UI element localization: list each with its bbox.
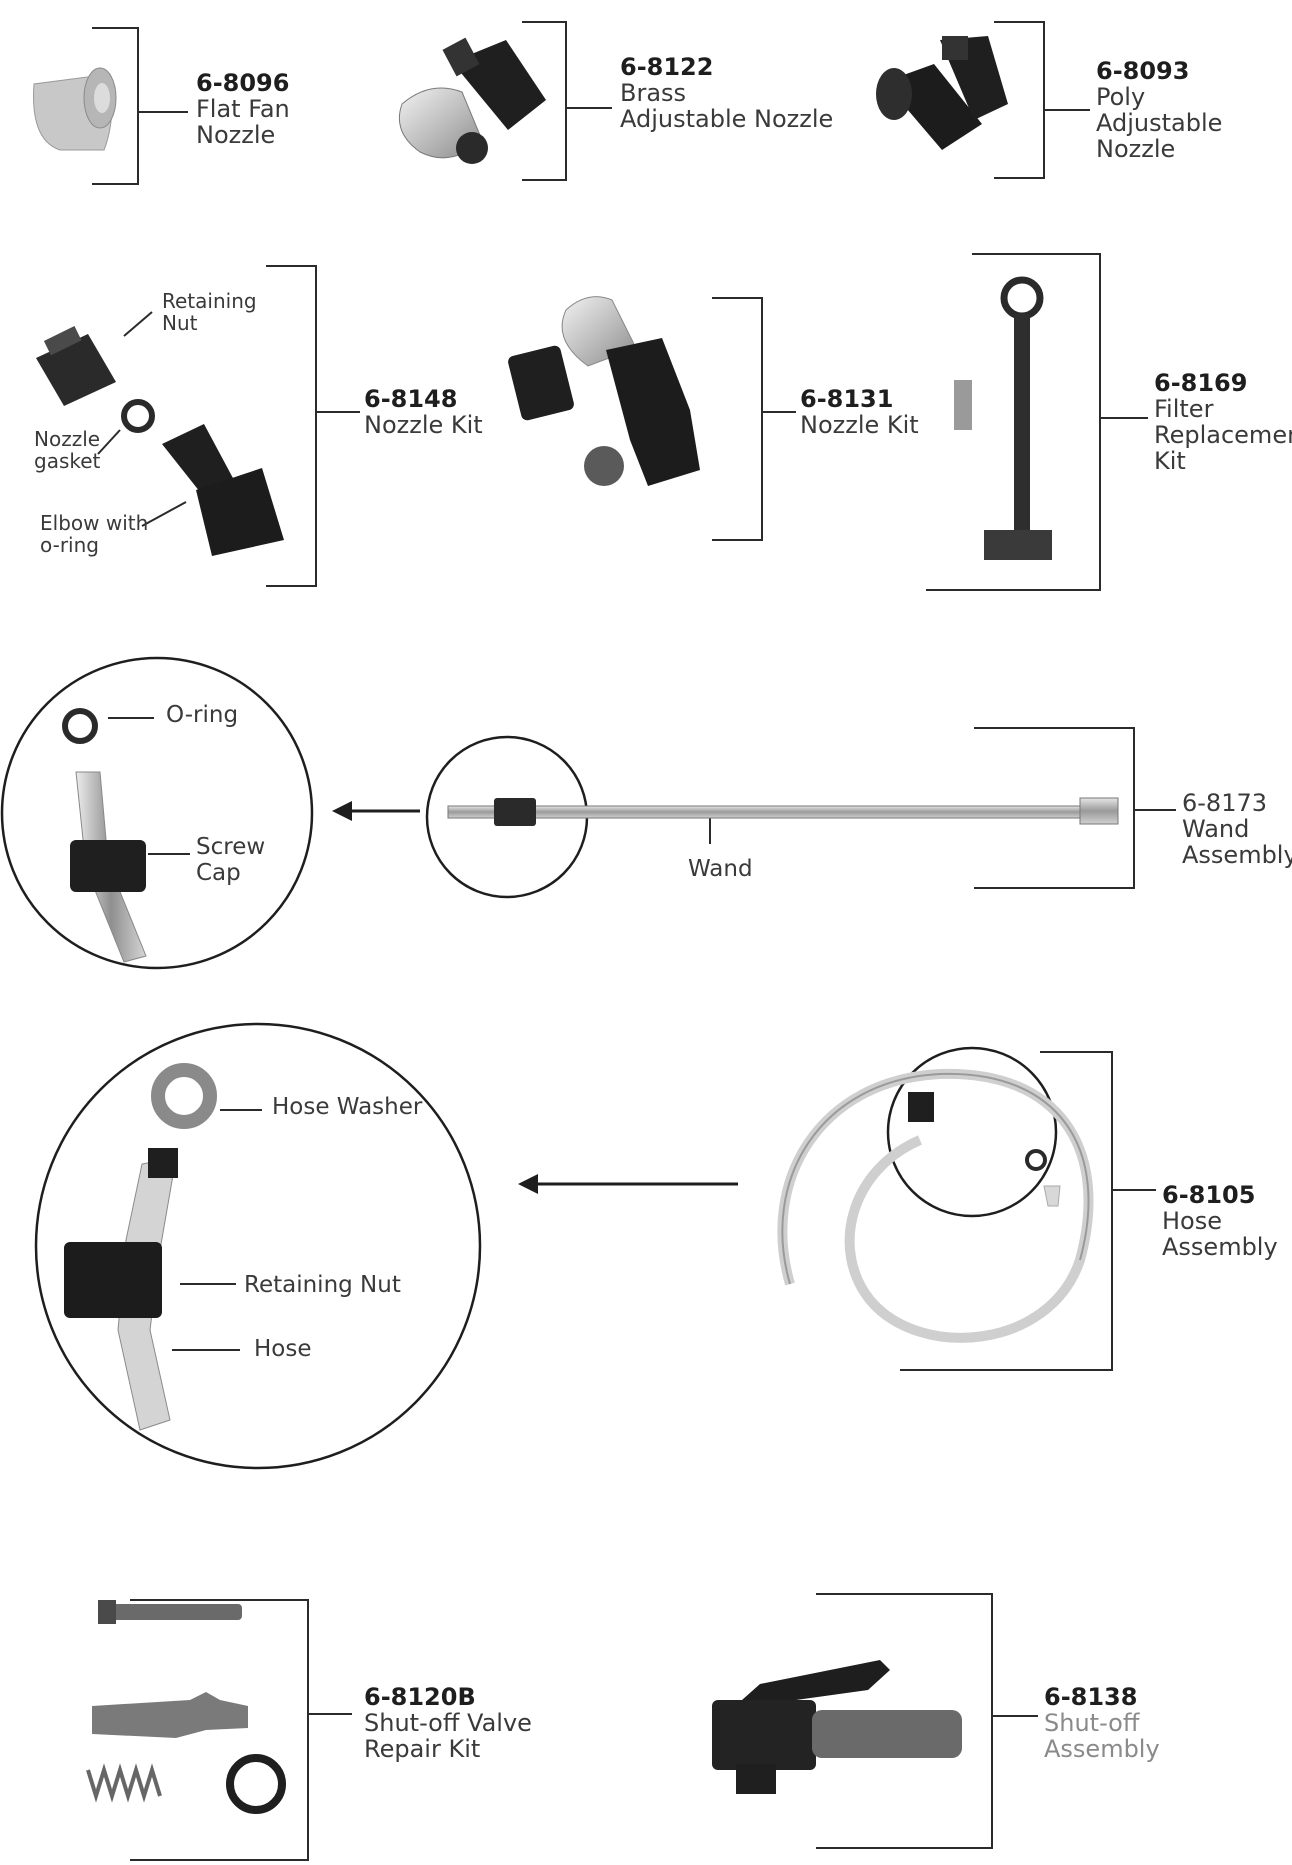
part-name-line: Nozzle Kit: [364, 411, 483, 439]
wand-detail-circle: [0, 656, 314, 970]
callout-line: O-ring: [166, 702, 239, 728]
part-name-line: Brass: [620, 79, 687, 107]
nozzle-kit-8148-image: [36, 326, 284, 556]
shutoff-assembly-image: [712, 1660, 962, 1794]
brass-nozzle-image: [398, 37, 546, 164]
part-label-8131: 6-8131 Nozzle Kit: [800, 386, 919, 438]
callout-line: Nut: [162, 311, 198, 335]
callout-line: Cap: [196, 860, 241, 886]
callout-elbow: Elbow with o-ring: [40, 512, 148, 556]
part-name-line: Assembly: [1162, 1233, 1278, 1261]
callout-line: Elbow with: [40, 511, 149, 535]
part-name-line: Filter: [1154, 395, 1214, 423]
callout-line: Retaining: [162, 289, 257, 313]
leader-lines: [97, 311, 711, 1351]
callout-line: Nozzle: [34, 427, 101, 451]
bracket-8093: [994, 21, 1045, 179]
part-number: 6-8096: [196, 69, 290, 97]
arrow-wand-head: [332, 801, 352, 821]
callout-line: gasket: [34, 449, 101, 473]
part-label-8093: 6-8093 Poly Adjustable Nozzle: [1096, 58, 1222, 162]
callout-line: o-ring: [40, 533, 99, 557]
bracket-8122: [522, 21, 567, 181]
bracket-8096: [92, 27, 139, 185]
callout-wand: Wand: [688, 856, 753, 882]
part-label-8105: 6-8105 Hose Assembly: [1162, 1182, 1278, 1260]
part-number: 6-8131: [800, 385, 894, 413]
callout-line: Hose: [254, 1336, 312, 1362]
wand-image: [447, 797, 1119, 826]
part-name-line: Flat Fan: [196, 95, 290, 123]
part-label-8148: 6-8148 Nozzle Kit: [364, 386, 483, 438]
hose-detail-circle: [34, 1022, 482, 1470]
bracket-8105: [900, 1051, 1113, 1371]
part-number: 6-8138: [1044, 1683, 1138, 1711]
callout-screw-cap: Screw Cap: [196, 834, 265, 886]
part-label-8096: 6-8096 Flat Fan Nozzle: [196, 70, 290, 148]
detail-circles: [0, 656, 1058, 1470]
callout-hose-retaining-nut: Retaining Nut: [244, 1272, 401, 1298]
part-number: 6-8173: [1182, 789, 1268, 817]
part-name-line: Repair Kit: [364, 1735, 481, 1763]
callout-nozzle-gasket: Nozzle gasket: [34, 428, 100, 472]
callout-retaining-nut: Retaining Nut: [162, 290, 257, 334]
part-number: 6-8148: [364, 385, 458, 413]
part-name-line: Shut-off Valve: [364, 1709, 532, 1737]
part-name-line: Nozzle: [196, 121, 276, 149]
part-number: 6-8169: [1154, 369, 1248, 397]
callout-line: Wand: [688, 856, 753, 882]
part-name-line: Assembly: [1044, 1735, 1160, 1763]
bracket-8120b: [130, 1599, 309, 1861]
hose-zoom-ring: [886, 1046, 1058, 1218]
part-number: 6-8093: [1096, 57, 1190, 85]
hose-detail-image: [64, 1063, 217, 1431]
part-name-line: Wand: [1182, 815, 1250, 843]
part-name-line: Shut-off: [1044, 1709, 1140, 1737]
wand-detail-image: [62, 708, 147, 963]
arrow-hose-head: [518, 1174, 538, 1194]
shutoff-kit-image: [86, 1600, 286, 1814]
pointer-arrows: [332, 801, 738, 1194]
callout-line: Screw: [196, 834, 266, 860]
flat-fan-nozzle-image: [33, 67, 117, 151]
part-name-line: Adjustable: [1096, 109, 1223, 137]
part-name-line: Adjustable Nozzle: [620, 105, 834, 133]
callout-line: Hose Washer: [272, 1094, 423, 1120]
part-name-line: Poly: [1096, 83, 1146, 111]
part-label-8120b: 6-8120B Shut-off Valve Repair Kit: [364, 1684, 532, 1762]
part-name-line: Hose: [1162, 1207, 1222, 1235]
part-name-line: Assembly: [1182, 841, 1292, 869]
bracket-8148: [266, 265, 317, 587]
callout-line: Retaining Nut: [244, 1272, 401, 1298]
bracket-8169: [926, 253, 1101, 591]
part-name-line: Replacement: [1154, 421, 1292, 449]
hose-image: [777, 1068, 1094, 1343]
part-number: 6-8105: [1162, 1181, 1256, 1209]
part-number: 6-8120B: [364, 1683, 476, 1711]
nozzle-kit-8131-image: [508, 296, 700, 486]
part-name-line: Kit: [1154, 447, 1186, 475]
part-name-line: Nozzle: [1096, 135, 1176, 163]
part-label-8173: 6-8173 Wand Assembly: [1182, 790, 1292, 868]
part-number: 6-8122: [620, 53, 714, 81]
bracket-8173: [974, 727, 1135, 889]
part-label-8169: 6-8169 Filter Replacement Kit: [1154, 370, 1292, 474]
part-label-8138: 6-8138 Shut-off Assembly: [1044, 1684, 1160, 1762]
part-label-8122: 6-8122 Brass Adjustable Nozzle: [620, 54, 833, 132]
filter-kit-image: [954, 276, 1052, 560]
callout-wand-oring: O-ring: [166, 702, 238, 728]
part-name-line: Nozzle Kit: [800, 411, 919, 439]
bracket-8131: [712, 297, 763, 541]
callout-hose: Hose: [254, 1336, 312, 1362]
callout-hose-washer: Hose Washer: [272, 1094, 422, 1120]
poly-nozzle-image: [876, 36, 1008, 150]
bracket-8138: [816, 1593, 993, 1849]
bracket-lines: [92, 21, 1176, 1861]
